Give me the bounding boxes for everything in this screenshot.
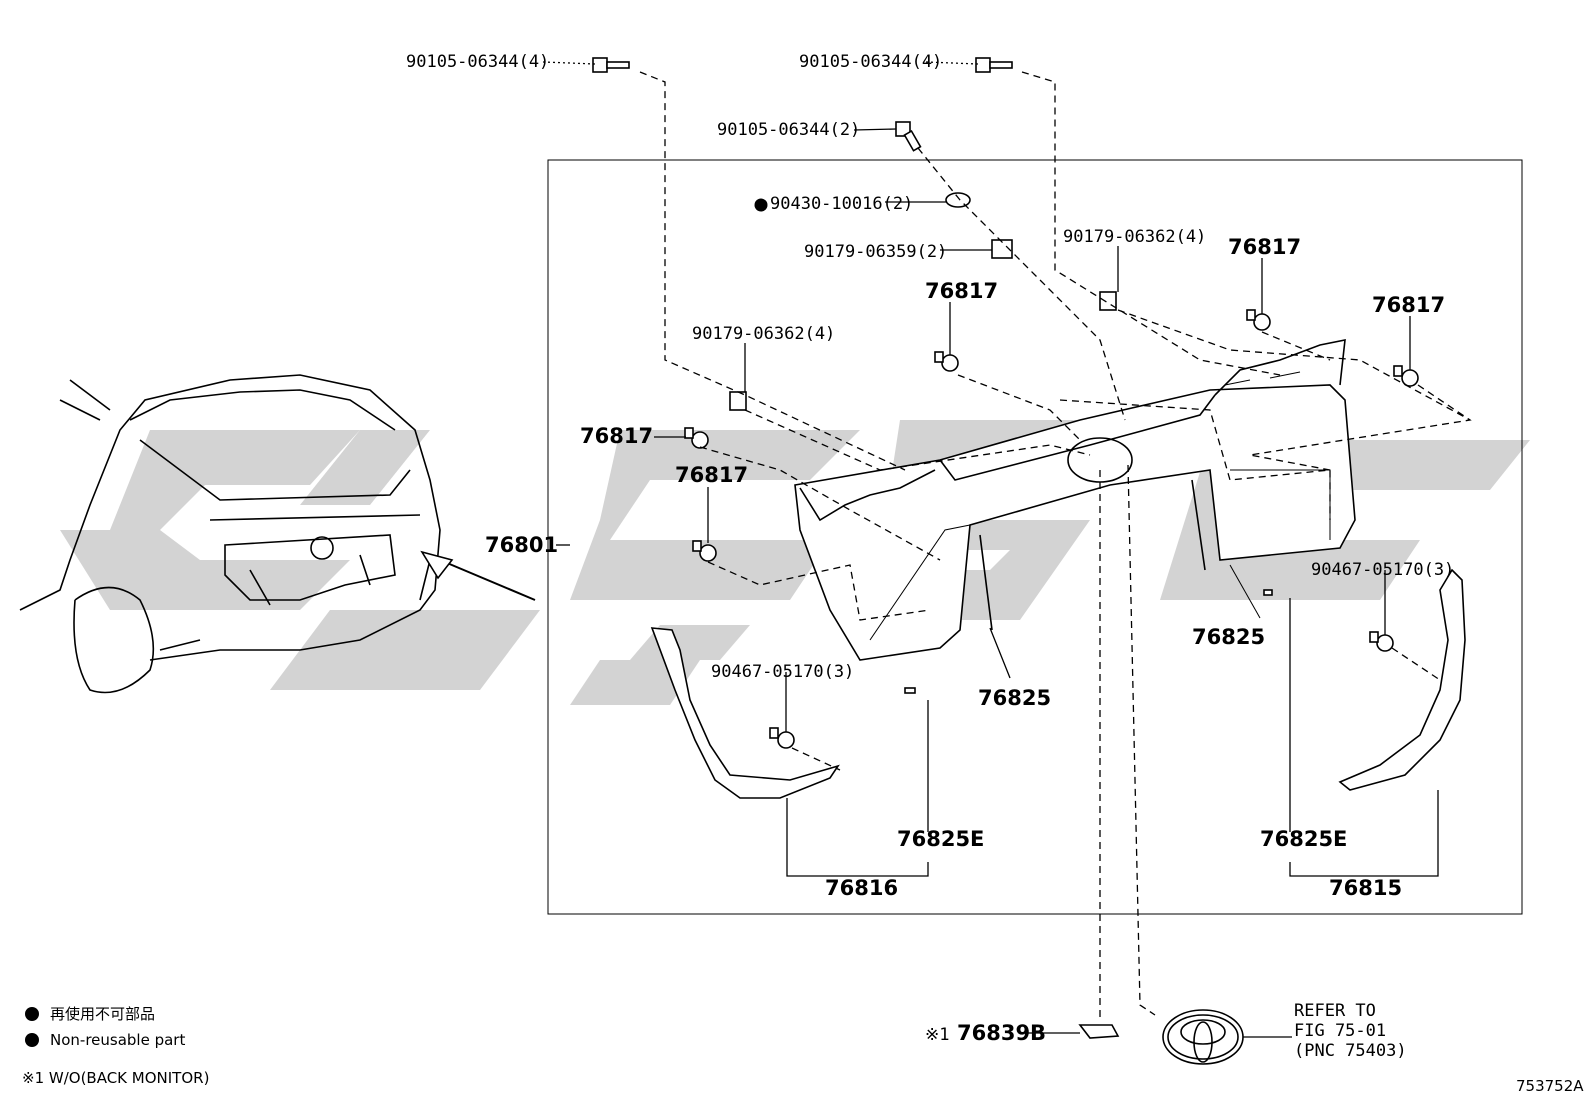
- bolt-icon: [592, 57, 630, 73]
- label-garnish-left: 76816: [825, 876, 898, 900]
- filled-circle-icon: [25, 1033, 39, 1047]
- label-tape-left-e: 76825E: [897, 827, 984, 851]
- label-clip-center: 76817: [925, 279, 998, 303]
- clip-icon: [684, 427, 709, 449]
- filled-circle-icon: [25, 1007, 39, 1021]
- label-tape-center: 76825: [978, 686, 1051, 710]
- bolt-icon: [895, 121, 922, 152]
- garnish-76815: [1338, 568, 1466, 791]
- figure-id: 753752A: [1516, 1077, 1584, 1095]
- label-bolt-mid: 90105-06344(2): [717, 120, 860, 140]
- label-clip-left-garnish: 90467-05170(3): [711, 662, 854, 682]
- legend-note: ※1 W/O(BACK MONITOR): [22, 1069, 209, 1087]
- label-tape-right-e: 76825E: [1260, 827, 1347, 851]
- assembly-frame: [547, 159, 1523, 915]
- label-tape-right: 76825: [1192, 625, 1265, 649]
- clip-icon: [769, 727, 795, 749]
- label-garnish-right: 76815: [1329, 876, 1402, 900]
- tape-76825E-left: [904, 687, 916, 694]
- label-clip-left-lower: 76817: [675, 463, 748, 487]
- tape-76825E-right: [1263, 589, 1273, 596]
- assembly-dashed-lines: [639, 71, 1472, 1020]
- label-bolt-top-right: 90105-06344(4): [799, 52, 942, 72]
- tape-76825-right: [1191, 479, 1206, 571]
- nut-icon: [1099, 291, 1117, 311]
- cover-76839B: [1078, 1024, 1120, 1039]
- label-clip-right-garnish: 90467-05170(3): [1311, 560, 1454, 580]
- clip-icon: [1369, 631, 1394, 652]
- legend-en: Non-reusable part: [50, 1031, 185, 1049]
- legend-jp: 再使用不可部品: [50, 1005, 155, 1023]
- refer-line-3: (PNC 75403): [1294, 1041, 1407, 1061]
- label-bolt-top-left: 90105-06344(4): [406, 52, 549, 72]
- filled-circle-icon: [754, 198, 768, 212]
- tape-76825-center: [979, 534, 993, 631]
- label-nut-left: 90179-06362(4): [692, 324, 835, 344]
- garnish-76801: [794, 339, 1356, 661]
- label-cover-prefix: ※1: [925, 1025, 949, 1045]
- vehicle-rear-illustration: [19, 374, 536, 694]
- washer-icon: [945, 192, 971, 208]
- nut-icon: [991, 239, 1013, 259]
- toyota-emblem-icon: [1162, 1009, 1244, 1065]
- label-nut: 90179-06359(2): [804, 242, 947, 262]
- clip-icon: [934, 351, 959, 372]
- clip-icon: [1246, 309, 1271, 331]
- label-garnish-assy: 76801: [485, 533, 558, 557]
- leader-lines: [542, 61, 1439, 1038]
- label-nut-right: 90179-06362(4): [1063, 227, 1206, 247]
- refer-line-2: FIG 75-01: [1294, 1021, 1386, 1041]
- label-washer: 90430-10016(2): [770, 194, 913, 214]
- label-clip-left-upper: 76817: [580, 424, 653, 448]
- refer-line-1: REFER TO: [1294, 1001, 1376, 1021]
- label-cover: 76839B: [957, 1021, 1046, 1045]
- label-clip-right: 76817: [1372, 293, 1445, 317]
- clip-icon: [1393, 365, 1419, 387]
- garnish-76816: [650, 627, 840, 799]
- clip-icon: [692, 540, 717, 562]
- bolt-icon: [975, 57, 1013, 73]
- label-clip-right-upper: 76817: [1228, 235, 1301, 259]
